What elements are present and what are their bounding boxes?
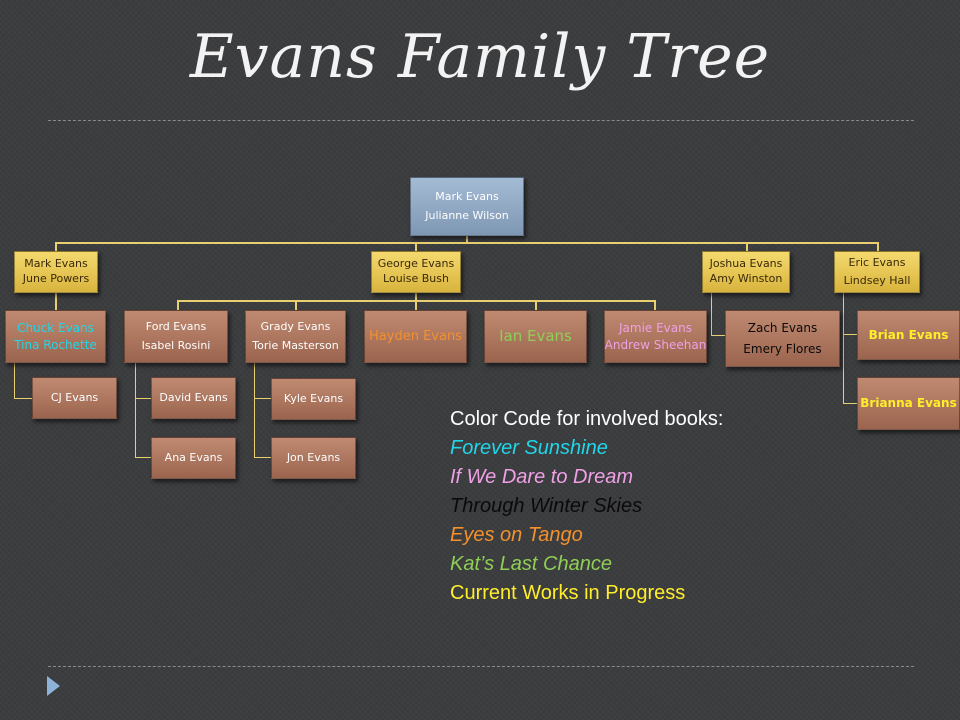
node-jamie-andrew: Jamie Evans Andrew Sheehan <box>604 310 707 363</box>
node-name: Brian Evans <box>868 327 949 342</box>
node-spouse: Amy Winston <box>709 272 783 285</box>
node-spouse: Emery Flores <box>743 342 822 356</box>
slide-title: Evans Family Tree <box>189 22 771 92</box>
node-ana: Ana Evans <box>151 437 236 479</box>
node-name: Hayden Evans <box>369 328 462 344</box>
node-spouse: Louise Bush <box>383 272 449 285</box>
node-spouse: June Powers <box>22 272 90 285</box>
node-brian: Brian Evans <box>857 310 960 360</box>
legend-item-forever-sunshine: Forever Sunshine <box>450 437 608 459</box>
node-name: Brianna Evans <box>860 396 957 411</box>
node-name: Eric Evans <box>848 255 906 269</box>
node-name: Ana Evans <box>164 450 223 464</box>
node-spouse: Isabel Rosini <box>141 338 211 352</box>
top-divider <box>48 120 914 121</box>
node-name: Chuck Evans <box>17 321 94 336</box>
node-name: CJ Evans <box>50 390 99 404</box>
node-eric-lindsey: Eric Evans Lindsey Hall <box>834 251 920 293</box>
bottom-divider <box>48 666 914 667</box>
node-spouse: Julianne Wilson <box>425 208 509 222</box>
node-jon: Jon Evans <box>271 437 356 479</box>
node-name: Ian Evans <box>499 327 572 346</box>
legend-item-kats-last-chance: Kat’s Last Chance <box>450 553 612 575</box>
node-name: Zach Evans <box>747 320 818 335</box>
node-name: Jamie Evans <box>618 321 692 336</box>
node-name: Grady Evans <box>260 319 331 333</box>
node-name: George Evans <box>377 257 455 271</box>
node-name: Mark Evans <box>435 189 499 203</box>
node-joshua-amy: Joshua Evans Amy Winston <box>702 251 790 293</box>
legend-heading: Color Code for involved books: <box>450 408 724 430</box>
node-cj: CJ Evans <box>32 377 117 419</box>
node-spouse: Andrew Sheehan <box>604 337 707 352</box>
node-name: Kyle Evans <box>283 391 344 405</box>
node-george-louise: George Evans Louise Bush <box>371 251 461 293</box>
node-zach-emery: Zach Evans Emery Flores <box>725 310 840 367</box>
node-kyle: Kyle Evans <box>271 378 356 420</box>
node-spouse: Torie Masterson <box>252 338 339 352</box>
node-spouse: Tina Rochette <box>14 337 97 352</box>
color-legend: Color Code for involved books: Forever S… <box>450 405 723 608</box>
node-name: Mark Evans <box>24 257 88 271</box>
node-spouse: Lindsey Hall <box>843 273 911 287</box>
node-david: David Evans <box>151 377 236 419</box>
node-brianna: Brianna Evans <box>857 377 960 430</box>
legend-item-if-we-dare: If We Dare to Dream <box>450 466 634 488</box>
node-ford-isabel: Ford Evans Isabel Rosini <box>124 310 228 363</box>
node-mark-julianne: Mark Evans Julianne Wilson <box>410 177 524 236</box>
node-name: Joshua Evans <box>709 257 783 271</box>
play-arrow-icon[interactable] <box>47 676 60 696</box>
legend-item-through-winter: Through Winter Skies <box>450 495 643 517</box>
node-hayden: Hayden Evans <box>364 310 467 363</box>
node-mark-june: Mark Evans June Powers <box>14 251 98 293</box>
node-grady-torie: Grady Evans Torie Masterson <box>245 310 346 363</box>
node-name: David Evans <box>159 390 228 404</box>
node-chuck-tina: Chuck Evans Tina Rochette <box>5 310 106 363</box>
node-name: Jon Evans <box>286 450 341 464</box>
node-name: Ford Evans <box>145 319 207 333</box>
legend-item-eyes-on-tango: Eyes on Tango <box>450 524 583 546</box>
node-ian: Ian Evans <box>484 310 587 363</box>
legend-item-current-works: Current Works in Progress <box>450 582 686 604</box>
